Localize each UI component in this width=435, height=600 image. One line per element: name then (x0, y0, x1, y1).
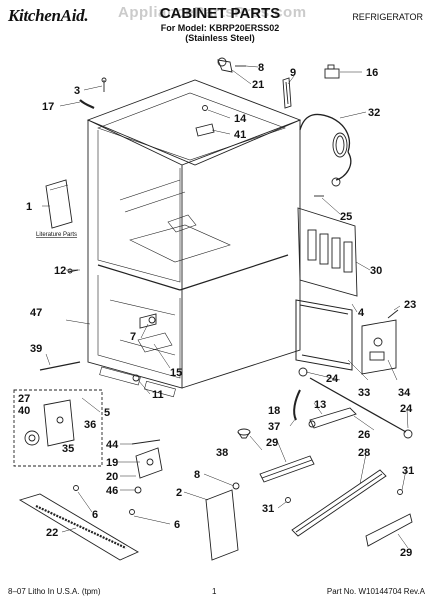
callout-47: 47 (30, 307, 42, 319)
cabinet-body (86, 79, 302, 398)
slide-rail-left-part (259, 455, 315, 503)
channel-strip-part (282, 77, 292, 109)
screw-44-part (131, 439, 161, 445)
callout-33: 33 (358, 387, 370, 399)
long-screw-part (39, 361, 81, 371)
top-screw-part (101, 77, 107, 92)
bracket-part (195, 123, 215, 137)
literature-parts (45, 179, 73, 229)
callout-8-top: 8 (258, 62, 264, 74)
callout-23: 23 (404, 299, 416, 311)
callout-28: 28 (358, 447, 370, 459)
callout-13: 13 (314, 399, 326, 411)
page-number: 1 (212, 587, 217, 596)
callout-6-left: 6 (92, 509, 98, 521)
callout-24-right: 24 (400, 403, 413, 415)
callout-25: 25 (340, 211, 352, 223)
tube-part (79, 99, 95, 109)
roller-bracket-part (308, 407, 357, 429)
tube-fitting-part (293, 389, 301, 421)
callout-11: 11 (152, 389, 164, 401)
callout-1: 1 (26, 201, 32, 213)
power-cord-part (299, 113, 352, 187)
callout-37: 37 (268, 421, 280, 433)
callout-35: 35 (62, 443, 74, 455)
callout-26: 26 (358, 429, 370, 441)
callout-29-left: 29 (266, 437, 278, 449)
connector-part (324, 64, 340, 79)
callout-29-right: 29 (400, 547, 412, 559)
model-number: For Model: KBRP20ERSS02 (160, 23, 280, 33)
brand-logo: KitchenAid. (8, 6, 89, 25)
callout-2: 2 (176, 487, 182, 499)
callout-16: 16 (366, 67, 378, 79)
bracket-small-part (139, 313, 157, 329)
callout-31-right: 31 (402, 465, 414, 477)
control-bracket-part (361, 319, 397, 375)
leveling-foot-part (237, 428, 251, 439)
drawer-slide-part (291, 469, 387, 537)
slide-rail-right-part (365, 489, 413, 547)
grille-panel-part (297, 195, 358, 297)
callout-leader-lines (42, 65, 409, 549)
callout-15: 15 (170, 367, 182, 379)
callout-30: 30 (370, 265, 382, 277)
callout-20: 20 (106, 471, 118, 483)
callout-8-bottom: 8 (194, 469, 200, 481)
callout-38: 38 (216, 447, 228, 459)
clip-part (387, 309, 399, 319)
callout-46: 46 (106, 485, 118, 497)
callout-31-left: 31 (262, 503, 274, 515)
callout-17: 17 (42, 101, 54, 113)
lower-hinge-bracket-part (205, 482, 240, 561)
callout-6-right: 6 (174, 519, 180, 531)
callout-4: 4 (358, 307, 365, 319)
callout-3: 3 (74, 85, 80, 97)
top-hinge-part (217, 57, 246, 73)
appliance-category: REFRIGERATOR (352, 12, 423, 22)
watermark: AppliancePartsPros.com (118, 4, 307, 21)
callout-27: 27 (18, 393, 30, 405)
model-variant: (Stainless Steel) (185, 33, 255, 43)
damper-assembly (13, 389, 103, 467)
callout-39: 39 (30, 343, 42, 355)
callout-36: 36 (84, 419, 96, 431)
callout-numbers: 1 2 3 4 5 6 6 7 8 8 9 11 12 13 14 15 16 … (18, 62, 416, 559)
callout-12: 12 (54, 265, 66, 277)
callout-21: 21 (252, 79, 264, 91)
part-number: Part No. W10144704 Rev.A (326, 587, 425, 596)
callout-18: 18 (268, 405, 280, 417)
callout-7: 7 (130, 331, 136, 343)
page-title: CABINET PARTS (159, 5, 281, 22)
rear-panel-part (295, 299, 353, 371)
callout-34: 34 (398, 387, 411, 399)
callout-24-left: 24 (326, 373, 339, 385)
bottom-hinge-part (135, 447, 163, 479)
cabinet-screw-part (67, 268, 79, 274)
callout-9: 9 (290, 67, 296, 79)
callout-14: 14 (234, 113, 247, 125)
screw-part (202, 105, 208, 111)
toe-grille-part (18, 485, 139, 561)
litho-note: 8–07 Litho In U.S.A. (tpm) (8, 587, 101, 596)
callout-44: 44 (106, 439, 119, 451)
callout-19: 19 (106, 457, 118, 469)
callout-32: 32 (368, 107, 380, 119)
callout-41: 41 (234, 129, 246, 141)
literature-parts-label: Literature Parts (36, 232, 77, 238)
callout-5: 5 (104, 407, 110, 419)
callout-22: 22 (46, 527, 58, 539)
callout-40: 40 (18, 405, 30, 417)
